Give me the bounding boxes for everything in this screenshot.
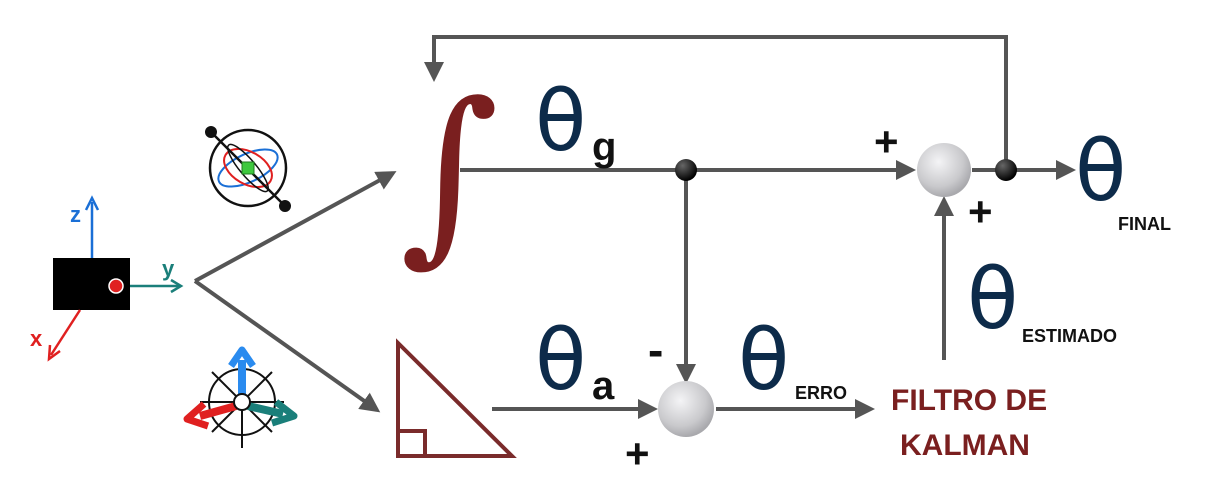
accelerometer-axes-icon [183, 346, 298, 448]
theta-erro-label: θ ERRO [738, 311, 847, 409]
theta-estimado-label: θ ESTIMADO [967, 250, 1117, 348]
sensor-to-integral-arrow [194, 171, 397, 283]
imu-sensor-icon: z y x [30, 195, 184, 362]
svg-text:ESTIMADO: ESTIMADO [1022, 326, 1117, 346]
right-triangle-icon [396, 338, 517, 458]
svg-text:ERRO: ERRO [795, 383, 847, 403]
svg-text:θ: θ [535, 311, 586, 409]
junction-dot-final [995, 159, 1017, 181]
kalman-filter-label-line1: FILTRO DE [891, 384, 1047, 417]
sign-bottom-top: - [648, 324, 663, 376]
axis-label-y: y [162, 256, 175, 281]
axis-label-x: x [30, 326, 43, 351]
svg-text:θ: θ [1075, 122, 1126, 220]
gyroscope-icon [205, 126, 291, 212]
feedback-loop-line [424, 35, 1008, 170]
theta-g-label: θ g [535, 72, 616, 170]
sensor-to-triangle-arrow [193, 279, 381, 413]
theta-a-label: θ a [535, 311, 615, 409]
svg-text:θ: θ [967, 250, 1018, 348]
summation-node-bottom [658, 381, 714, 437]
theta-final-label: θ FINAL [1075, 122, 1171, 234]
svg-text:g: g [592, 125, 616, 169]
sign-top-left: + [874, 118, 899, 165]
svg-text:FINAL: FINAL [1118, 214, 1171, 234]
svg-text:a: a [592, 364, 615, 408]
axis-label-z: z [70, 202, 81, 227]
kalman-filter-label-line2: KALMAN [900, 429, 1030, 462]
connections [193, 35, 1076, 419]
summation-node-top [917, 143, 971, 197]
svg-text:θ: θ [535, 72, 586, 170]
integral-symbol: ∫ [400, 62, 499, 283]
junction-dot-gyro [675, 159, 697, 181]
svg-text:θ: θ [738, 311, 789, 409]
sign-bottom-left: + [625, 430, 650, 477]
sign-top-bottom: + [968, 188, 993, 235]
